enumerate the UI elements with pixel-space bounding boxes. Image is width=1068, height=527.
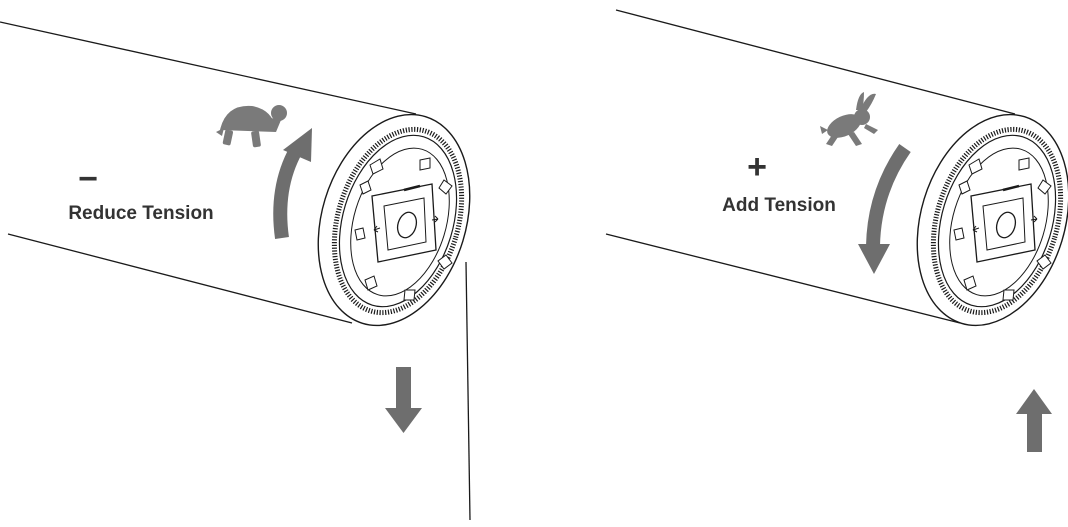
rabbit-icon [820,92,878,146]
right-roller-endcap [916,113,1068,327]
add-tension-sign: + [747,148,767,186]
add-tension-label: Add Tension [722,195,836,216]
left-roller-endcap [317,113,471,327]
arrow-down-icon [385,367,422,433]
arrow-up-icon [1016,389,1052,452]
curved-arrow-up-icon [273,128,312,239]
right-roller-tube [605,9,1016,324]
left-panel-reduce-tension: − Reduce Tension [0,21,471,521]
reduce-tension-label: Reduce Tension [68,203,213,224]
reduce-tension-sign: − [78,160,98,198]
left-pull-cord [465,261,471,521]
left-roller-tube [0,21,417,324]
curved-arrow-down-icon [858,143,911,274]
right-panel-add-tension: + Add Tension [605,9,1068,452]
turtle-icon [216,105,287,148]
